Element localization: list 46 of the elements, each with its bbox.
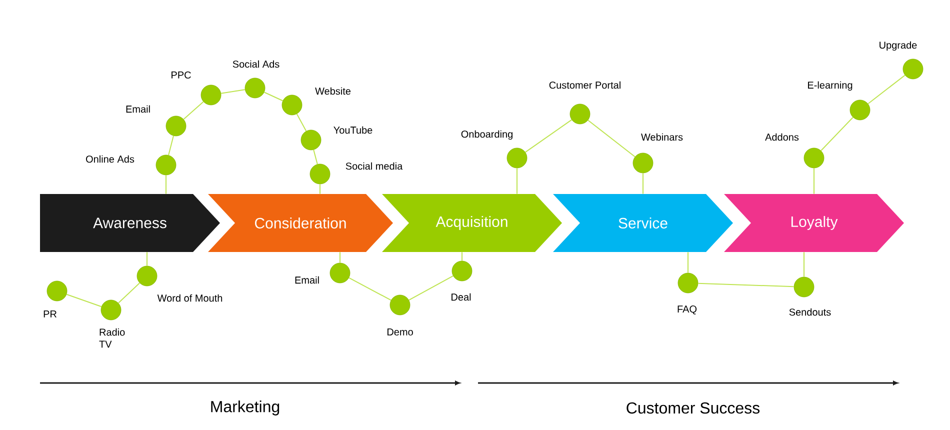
connector-line [868,74,906,104]
touchpoint-label: YouTube [334,126,372,134]
connector-line [642,172,644,194]
touchpoint-label: Sendouts [789,308,831,316]
touchpoint-label: Email [126,105,150,113]
connector-line [588,120,636,158]
touchpoint-label: Website [315,87,351,95]
connector-line [146,252,148,266]
stage-banner: Acquisition [382,194,562,252]
phase-label: Customer Success [626,402,760,414]
touchpoint-label: Webinars [641,133,683,141]
touchpoint-label: Demo [387,328,413,336]
touchpoint-label: PPC [172,71,191,79]
touchpoint-label: PR [44,310,56,318]
connector-line [66,294,102,308]
connector-line [516,168,518,194]
connector-line [264,92,284,102]
connector-line [820,116,854,152]
touchpoint-label: Customer Portal [549,81,620,89]
touchpoint-label: Online Ads [86,155,134,163]
touchpoint-label: Social media [346,162,403,170]
touchpoint-label: Upgrade [880,41,917,51]
connector-line [698,282,794,288]
stage-banner: Consideration [208,194,393,252]
connector-line [524,119,572,153]
touchpoint-label: Social Ads [232,60,280,68]
touchpoint-label: E-learning [808,81,852,91]
connector-line [183,101,204,120]
phase-label: Marketing [211,400,280,416]
connector-line [296,113,307,132]
touchpoint-label: Onboarding [461,130,512,140]
touchpoint-label: Word of Mouth [157,294,222,302]
touchpoint-label: Email [295,276,319,284]
connector-line [118,282,140,304]
touchpoint-label: FAQ [678,306,697,314]
connector-line [168,135,174,156]
connector-line [408,275,454,301]
touchpoint-label: Radio TV [99,328,125,348]
touchpoint-label: Deal [452,293,471,301]
stage-banner: Awareness [40,194,220,252]
stage-banner: Service [553,194,733,252]
connector-line [313,149,318,165]
connector-line [348,277,392,301]
connector-line [220,89,246,94]
touchpoint-label: Addons [765,133,799,141]
stage-banner: Loyalty [724,194,904,252]
